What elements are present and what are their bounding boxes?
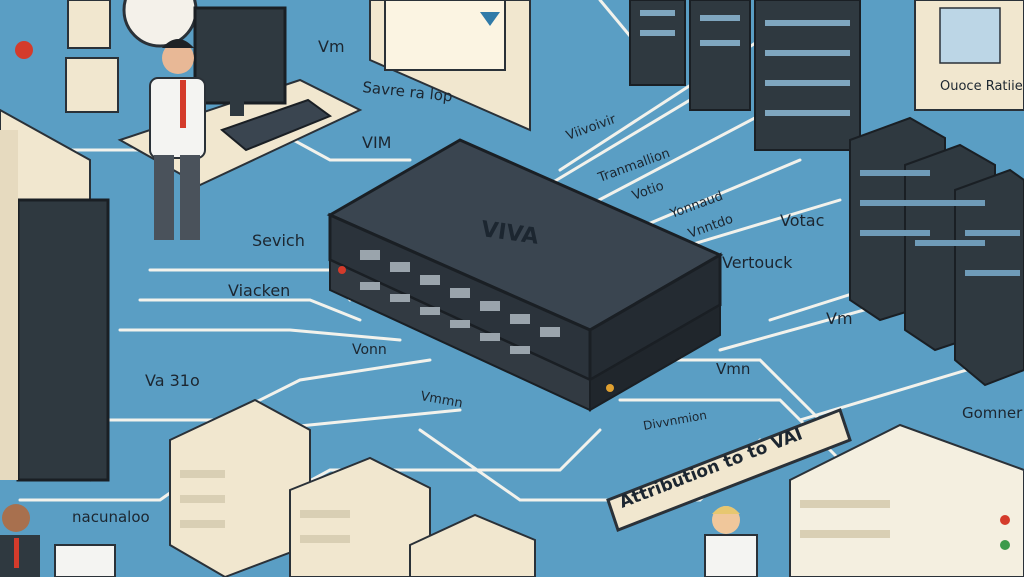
person-bottom-right: [704, 506, 758, 577]
bottom-left-laptop: [54, 544, 116, 577]
monitoring-panel: [369, 0, 531, 132]
label-vm-right-lower: Vmn: [716, 360, 750, 378]
label-vm-right: Vm: [826, 309, 853, 328]
label-storage-note: nacunaloo: [72, 508, 150, 526]
label-vm-upper: VIM: [362, 133, 391, 152]
label-switch-left: Sevich: [252, 231, 305, 250]
label-vm-mid: Vonn: [352, 342, 387, 358]
right-side-racks: [849, 116, 1024, 387]
keyboard: [220, 98, 333, 152]
label-vlan-id: Va 31o: [145, 371, 200, 390]
label-vlan-left: Viacken: [228, 281, 290, 300]
person-bottom-left: [0, 504, 40, 577]
label-top-vm: Vm: [318, 37, 345, 56]
bottom-servers: [169, 398, 1024, 577]
label-vertouck: Vertouck: [722, 253, 793, 272]
monitor: [193, 6, 287, 105]
status-led-icon: [15, 41, 33, 59]
left-server-tower: [0, 108, 110, 482]
note-card-2: [65, 57, 119, 113]
person-technician: [149, 39, 206, 240]
top-right-racks: [629, 0, 861, 151]
label-vm-lower: Vmmn: [419, 389, 463, 411]
label-right-panel: Ouoce Ratiie: [940, 79, 1023, 94]
network-switch: [326, 138, 724, 412]
attribution-banner: [606, 408, 852, 532]
label-vote: Votac: [780, 211, 824, 230]
note-card-1: [67, 0, 111, 49]
label-comment: Gomner: [962, 404, 1023, 422]
